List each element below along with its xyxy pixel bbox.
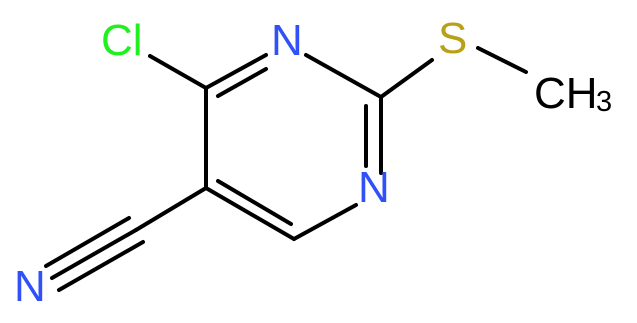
bond-triple-2: [44, 216, 131, 268]
bond-triple-1: [50, 228, 138, 280]
bond-c5-cnitrile: [134, 186, 208, 232]
bond-c6-c5-inner: [216, 179, 293, 226]
bond-triple-3: [57, 240, 145, 292]
bond-lines: [44, 46, 528, 292]
nitrogen-top-label: N: [271, 16, 303, 65]
methyl-subscript: 3: [596, 86, 612, 118]
bond-cl-c4: [148, 54, 208, 90]
bond-n1-c6: [292, 203, 358, 241]
chlorine-label: Cl: [101, 16, 143, 65]
bond-s-ch3: [476, 46, 528, 74]
bond-c2-s: [379, 58, 434, 99]
bond-c6-c5: [204, 186, 296, 241]
bond-c4-n3: [204, 53, 268, 90]
sulfur-label: S: [438, 14, 467, 63]
nitrogen-ring-label: N: [358, 163, 390, 212]
bond-c4-n3-inner: [216, 67, 268, 98]
methyl-label: CH: [534, 69, 598, 118]
bond-n3-c2: [304, 53, 383, 99]
atom-labels: Cl N S CH 3 N N: [14, 14, 612, 311]
nitrogen-nitrile-label: N: [14, 262, 46, 311]
